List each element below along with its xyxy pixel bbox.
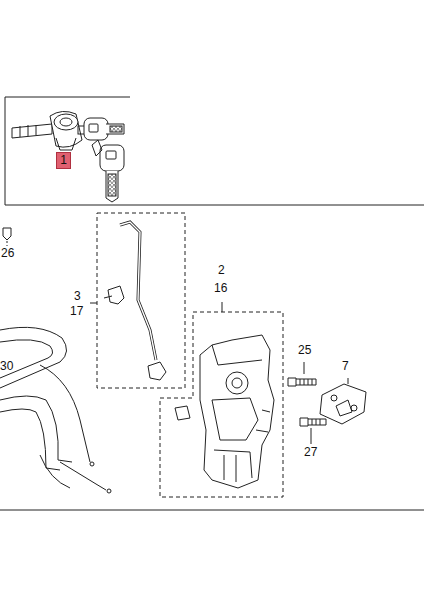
callout-number: 25 <box>298 344 311 357</box>
callout-number: 27 <box>304 446 317 459</box>
callout-number: 2 <box>218 264 225 277</box>
callout-number: 16 <box>214 282 227 295</box>
cable <box>0 327 111 493</box>
callout-box: 1 <box>56 152 71 169</box>
callout-number: 17 <box>70 305 83 318</box>
clip <box>3 228 11 240</box>
door-latch <box>175 335 274 488</box>
key <box>84 118 124 140</box>
key <box>92 140 124 202</box>
callout-number: 1 <box>57 153 70 168</box>
lock-cylinder <box>12 111 86 150</box>
callout-number: 26 <box>1 247 14 260</box>
screw <box>300 418 326 426</box>
screw <box>288 378 316 386</box>
callout-number: 30 <box>0 360 13 373</box>
door-striker <box>320 384 366 424</box>
callout-number: 7 <box>342 360 349 373</box>
lock-rod <box>104 222 166 380</box>
callout-number: 3 <box>74 290 81 303</box>
